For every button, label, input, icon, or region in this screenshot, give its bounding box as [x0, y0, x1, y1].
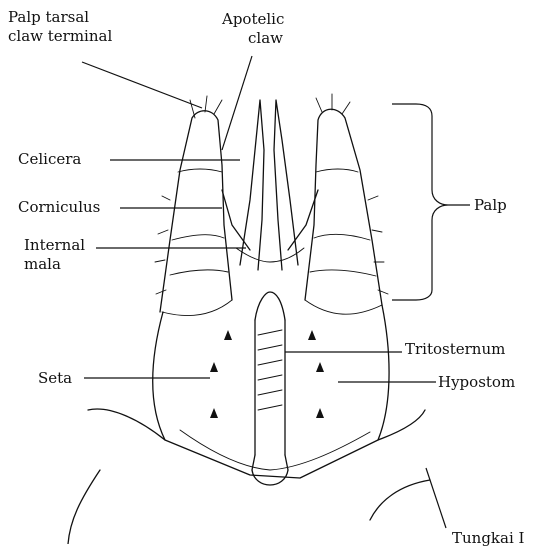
palp-bracket: [392, 104, 448, 300]
tritosternum: [252, 292, 288, 485]
label-hypostom: Hypostom: [438, 373, 515, 392]
label-palp-tarsal-line-1: Palp tarsal: [8, 8, 112, 27]
label-apotelic-line-1: Apotelic: [222, 10, 284, 29]
label-apotelic-claw: Apotelic claw: [222, 10, 284, 48]
body-bottom-ridge: [180, 430, 370, 470]
internal-mala: [236, 248, 304, 262]
label-tungkai-i: Tungkai I: [452, 529, 524, 548]
seta-mark: [224, 330, 232, 340]
leader-apotelic: [222, 56, 252, 150]
label-internal-line-2: mala: [24, 255, 85, 274]
left-chelicera: [240, 100, 264, 270]
right-palp: [305, 94, 388, 314]
leader-palp-tarsal: [82, 62, 202, 108]
right-leg-i-lower: [370, 480, 430, 520]
seta-mark: [316, 362, 324, 372]
left-palp: [155, 96, 232, 316]
label-seta: Seta: [38, 369, 72, 388]
hypostome-body: [153, 305, 389, 478]
label-internal-line-1: Internal: [24, 236, 85, 255]
seta-mark: [210, 408, 218, 418]
label-celicera: Celicera: [18, 150, 81, 169]
label-palp-tarsal-claw-terminal: Palp tarsal claw terminal: [8, 8, 112, 46]
left-leg-i-lower: [68, 470, 100, 544]
label-apotelic-line-2: claw: [222, 29, 284, 48]
label-palp-tarsal-line-2: claw terminal: [8, 27, 112, 46]
label-corniculus: Corniculus: [18, 198, 100, 217]
leader-tungkai: [426, 468, 446, 528]
label-internal-mala: Internal mala: [24, 236, 85, 274]
left-leg-i: [88, 409, 165, 440]
seta-mark: [210, 362, 218, 372]
right-chelicera: [274, 100, 298, 270]
seta-mark: [308, 330, 316, 340]
seta-mark: [316, 408, 324, 418]
label-palp: Palp: [474, 196, 507, 215]
label-tritosternum: Tritosternum: [405, 340, 505, 359]
